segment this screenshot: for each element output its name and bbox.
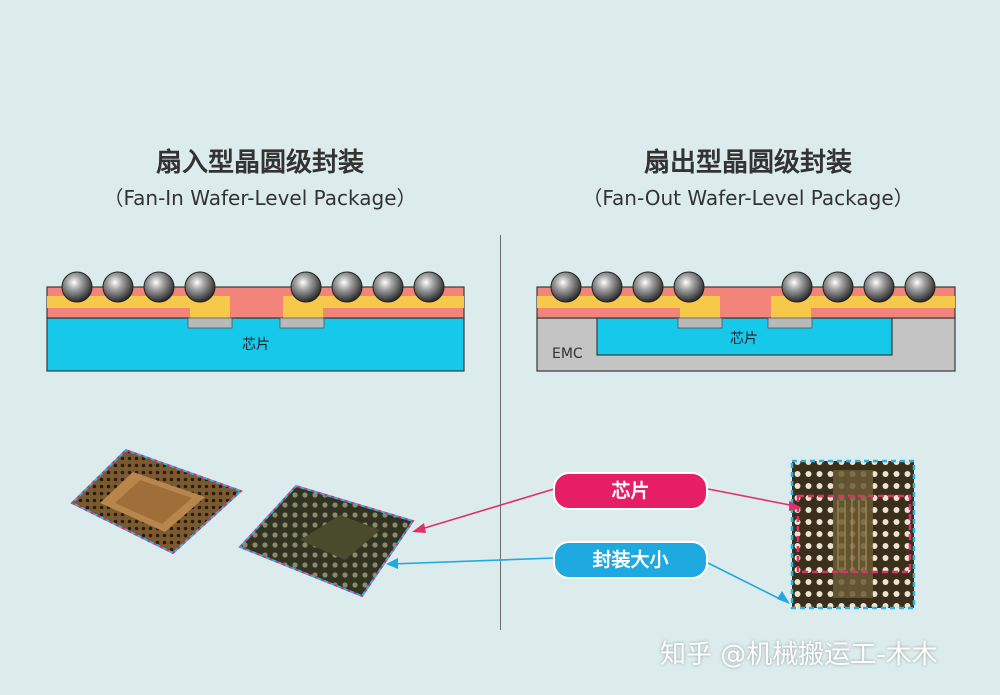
- fan-out-chip-pad: [678, 318, 722, 328]
- solder-ball: [144, 272, 174, 302]
- solder-ball: [823, 272, 853, 302]
- fan-out-chip-label: 芯片: [730, 331, 758, 347]
- solder-ball: [782, 272, 812, 302]
- solder-ball: [185, 272, 215, 302]
- solder-ball: [414, 272, 444, 302]
- solder-ball: [905, 272, 935, 302]
- solder-ball: [674, 272, 704, 302]
- solder-ball: [633, 272, 663, 302]
- watermark: 知乎 @机械搬运工-木木: [660, 634, 938, 671]
- emc-label: EMC: [552, 346, 583, 362]
- solder-ball: [291, 272, 321, 302]
- solder-ball: [103, 272, 133, 302]
- chip-pill-label: 芯片: [553, 472, 708, 510]
- fan-in-package-photo-2: [240, 486, 413, 596]
- fan-in-cross-section: 芯片: [47, 272, 464, 371]
- solder-ball: [551, 272, 581, 302]
- fan-in-chip-pad: [188, 318, 232, 328]
- solder-ball: [373, 272, 403, 302]
- fan-out-chip-pad: [768, 318, 812, 328]
- package-size-pill-label: 封装大小: [553, 541, 708, 579]
- solder-ball: [864, 272, 894, 302]
- fan-out-package-photo: [792, 461, 914, 608]
- fan-in-chip-label: 芯片: [242, 337, 270, 353]
- fan-in-package-photo-1: [72, 450, 241, 553]
- solder-ball: [592, 272, 622, 302]
- fan-out-cross-section: 芯片 EMC: [537, 272, 955, 371]
- solder-ball: [332, 272, 362, 302]
- solder-ball: [62, 272, 92, 302]
- fan-in-chip-pad: [280, 318, 324, 328]
